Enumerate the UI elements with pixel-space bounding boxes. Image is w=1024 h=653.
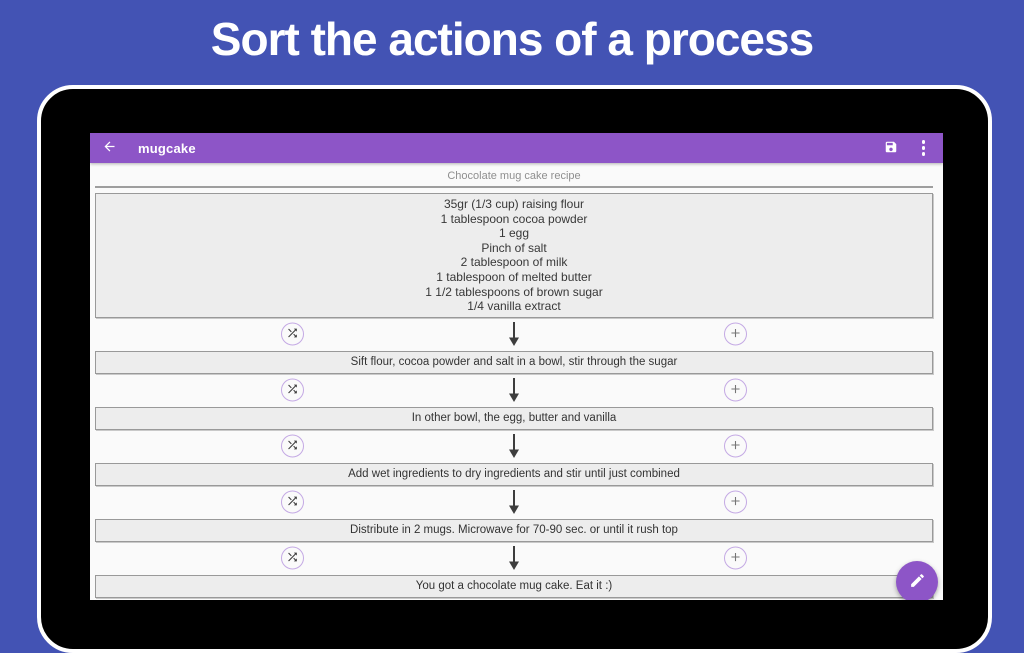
connector-row [95,318,933,351]
overflow-menu-button[interactable] [918,140,930,156]
back-button[interactable] [102,140,118,156]
step-item[interactable]: You got a chocolate mug cake. Eat it :) [95,574,933,598]
connector-row [95,486,933,519]
page-title: Sort the actions of a process [210,13,814,65]
down-arrow-icon [508,377,520,403]
connector-row [95,374,933,407]
add-step-button[interactable] [724,322,747,346]
arrow-left-icon [102,139,117,157]
ingredient-line: 1 tablespoon cocoa powder [440,211,588,226]
step-item[interactable]: Sift flour, cocoa powder and salt in a b… [95,350,933,374]
down-arrow-icon [508,545,520,571]
shuffle-icon [286,438,299,454]
add-step-button[interactable] [724,378,747,402]
add-step-button[interactable] [724,546,747,570]
add-icon [729,326,742,342]
edit-icon [909,572,926,592]
down-arrow-icon [508,321,520,347]
add-icon [729,494,742,510]
add-icon [729,550,742,566]
ingredient-line: 2 tablespoon of milk [460,255,568,270]
shuffle-button[interactable] [281,378,304,402]
step-text: In other bowl, the egg, butter and vanil… [411,412,617,425]
connector-row [95,542,933,575]
ingredient-line: 1 tablespoon of melted butter [436,269,592,284]
add-icon [729,438,742,454]
down-arrow-icon [508,489,520,515]
down-arrow-icon [508,433,520,459]
step-text: Sift flour, cocoa powder and salt in a b… [350,356,678,369]
overflow-menu-icon [918,140,930,156]
ingredient-line: 1 egg [498,226,530,241]
step-text: Add wet ingredients to dry ingredients a… [348,468,680,481]
shuffle-icon [286,494,299,510]
shuffle-icon [286,550,299,566]
connector-row [95,430,933,463]
save-icon [884,140,898,157]
header-divider [95,186,933,188]
step-text: You got a chocolate mug cake. Eat it :) [415,580,613,593]
recipe-header: Chocolate mug cake recipe [447,170,581,182]
process-editor: Chocolate mug cake recipe 35gr (1/3 cup)… [90,170,943,598]
add-step-button[interactable] [724,434,747,458]
step-item[interactable]: Add wet ingredients to dry ingredients a… [95,462,933,486]
step-item[interactable]: Distribute in 2 mugs. Microwave for 70-9… [95,518,933,542]
shuffle-button[interactable] [281,490,304,514]
shuffle-button[interactable] [281,546,304,570]
ingredient-line: 1/4 vanilla extract [467,299,561,314]
shuffle-button[interactable] [281,434,304,458]
shuffle-icon [286,326,299,342]
toolbar-title: mugcake [138,140,196,156]
ingredient-line: Pinch of salt [481,240,547,255]
edit-fab-button[interactable] [896,561,938,600]
shuffle-button[interactable] [281,322,304,346]
ingredients-box[interactable]: 35gr (1/3 cup) raising flour 1 tablespoo… [95,193,933,318]
app-toolbar: mugcake [90,133,943,163]
ingredient-line: 1 1/2 tablespoons of brown sugar [425,284,603,299]
add-step-button[interactable] [724,490,747,514]
steps-flow: Sift flour, cocoa powder and salt in a b… [95,318,933,598]
ingredient-line: 35gr (1/3 cup) raising flour [443,197,585,211]
step-item[interactable]: In other bowl, the egg, butter and vanil… [95,406,933,430]
step-text: Distribute in 2 mugs. Microwave for 70-9… [350,524,678,537]
save-button[interactable] [884,140,898,157]
shuffle-icon [286,382,299,398]
app-screen: mugcake Chocolate mug cake recipe 35gr (… [90,133,943,600]
add-icon [729,382,742,398]
